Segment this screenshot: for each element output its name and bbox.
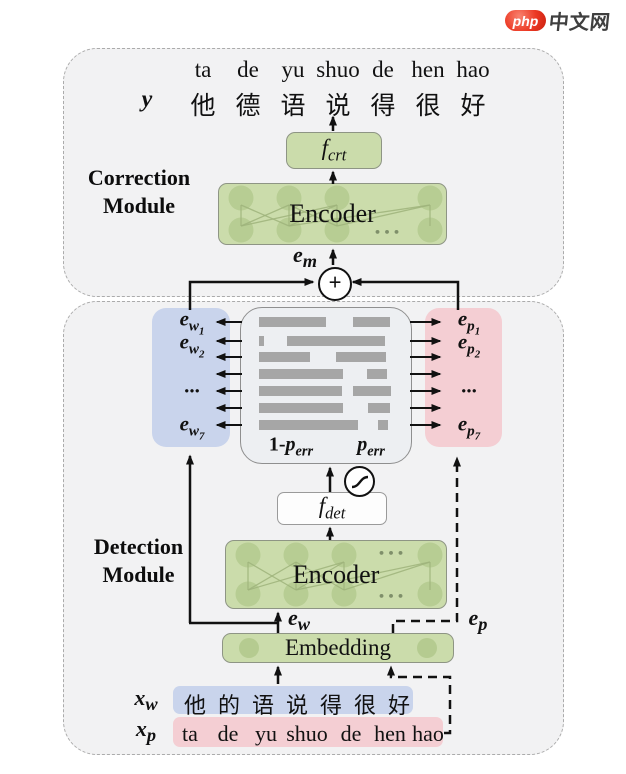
fdet-box: fdet [277,492,387,525]
xw-label: xw [134,684,158,715]
soft-mask-box [240,307,412,464]
encoder-nodes-graphic [228,185,443,243]
ellipsis-dots: ••• [374,226,403,239]
token: ta [194,57,212,82]
fdet-label: fdet [318,493,346,523]
column-label: ep1 [457,306,481,338]
token: 很 [353,693,377,718]
correction-module-panel [63,48,564,297]
fcrt-box: fcrt [286,132,382,169]
mask-weight-bar [367,369,387,379]
token: de [217,721,239,746]
plus-sign: + [328,270,342,295]
perr-label: perr [357,433,385,460]
column-label: ew1 [179,306,205,338]
correction-encoder-label: Encoder [289,199,376,228]
token: 很 [415,93,441,120]
fcrt-label: fcrt [321,135,347,165]
mask-weight-bar [259,317,326,327]
mask-weight-bar [287,336,385,346]
correction-module-label: Correction Module [87,165,191,218]
embedding-label: Embedding [284,635,392,660]
token: 的 [217,693,241,718]
ew-label: ew [288,604,310,635]
token: hao [456,57,490,82]
token: 得 [319,693,343,718]
token: 好 [387,693,411,718]
token: 德 [235,93,261,120]
mask-weight-bar [259,420,358,430]
token: hen [374,721,406,746]
word-input-bar [173,686,413,714]
mask-weight-bar [378,420,388,430]
token: 语 [280,93,306,120]
ep-label: ep [468,604,488,635]
token: 说 [285,693,309,718]
token: 得 [370,93,396,120]
one-minus-perr-label: 1-perr [268,433,314,460]
detection-module-label: Detection Module [93,534,184,587]
php-logo-icon: php [505,10,546,31]
mask-weight-bar [259,336,264,346]
em-label: em [292,241,318,272]
mask-weight-bar [336,352,386,362]
mask-weight-bar [368,403,390,413]
logo-text: 中文网 [547,10,612,34]
sigmoid-icon [344,466,375,497]
token: hen [411,57,445,82]
column-label: ep7 [457,411,481,443]
token: de [340,721,362,746]
column-label: ep2 [457,329,481,361]
site-logo: php 中文网 [505,6,612,35]
xp-label: xp [135,715,157,746]
token: de [372,57,394,82]
token: yu [255,721,277,746]
column-label: ... [461,373,477,398]
column-label: ... [184,373,200,398]
mask-weight-bar [259,403,343,413]
token: 说 [325,93,351,120]
y-output-label: y [141,86,153,113]
token: 他 [190,93,216,120]
add-combiner-icon: + [318,267,352,301]
token: de [237,57,259,82]
mask-weight-bar [353,386,391,396]
detection-encoder-box: Encoder ••• ••• [225,540,447,609]
token: yu [281,57,305,82]
token: 他 [183,693,207,718]
embedding-box: Embedding [222,633,454,663]
mask-weight-bar [259,386,342,396]
column-label: ew2 [179,329,205,361]
ellipsis-dots: ••• [378,590,407,603]
ellipsis-dots: ••• [378,547,407,560]
mask-weight-bar [259,369,343,379]
correction-encoder-box: Encoder ••• [218,183,447,245]
column-label: ew7 [179,411,205,443]
detection-encoder-label: Encoder [292,559,380,589]
token: 语 [251,693,275,718]
mask-weight-bar [353,317,390,327]
token: shuo [286,721,328,746]
token: shuo [316,57,360,82]
token: ta [182,721,198,746]
token: hao [412,721,444,746]
token: 好 [460,93,486,120]
mask-weight-bar [259,352,310,362]
